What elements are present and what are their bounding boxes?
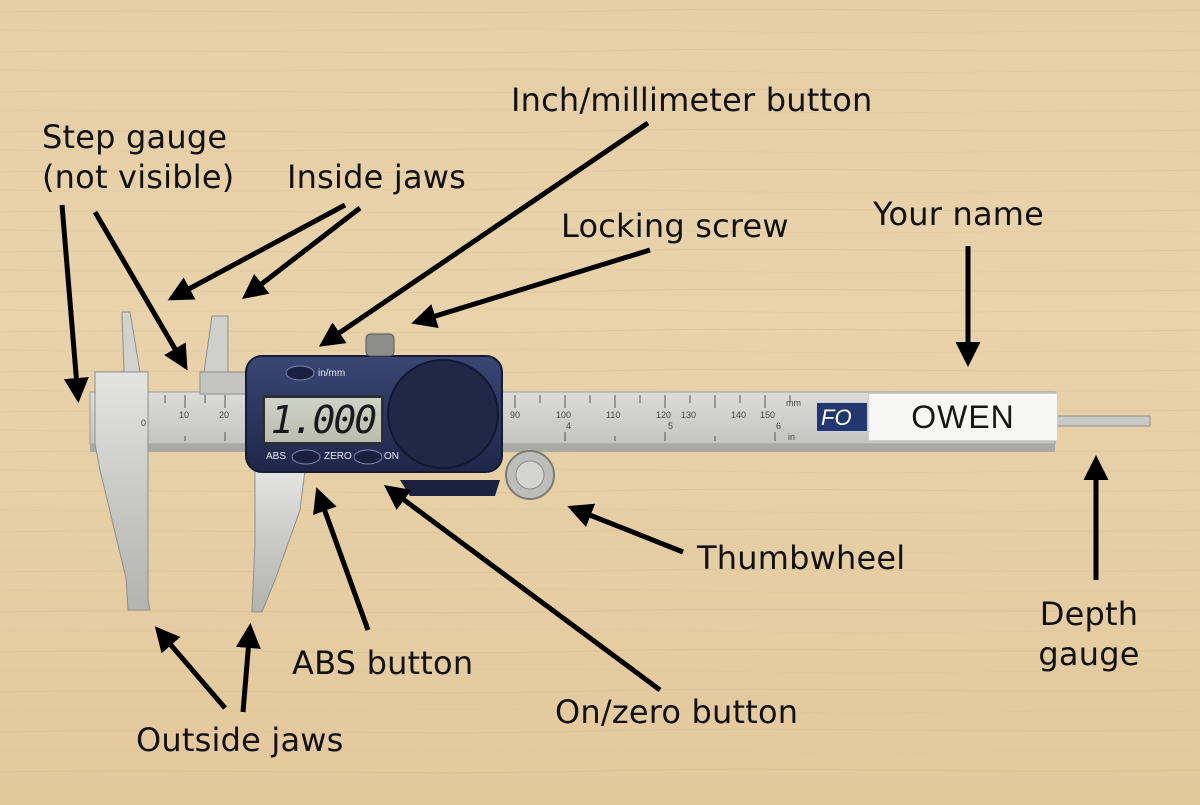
beam-lower-edge	[90, 444, 1055, 452]
scale-label-150: 150	[760, 410, 776, 420]
arrow-outside-jaws-a	[154, 626, 227, 710]
abs-zero-button	[291, 449, 321, 465]
scale-inch-6: 6	[776, 421, 782, 431]
label-inch-mm-button: Inch/millimeter button	[511, 81, 873, 119]
arrow-inside-jaws-b	[242, 206, 362, 300]
label-outside-jaws: Outside jaws	[136, 721, 344, 759]
thumb-grip	[387, 359, 499, 469]
inmm-button	[285, 365, 315, 381]
scale-label-20: 20	[219, 410, 230, 420]
arrow-step-gauge-b	[92, 210, 188, 371]
zero-button-label: ZERO	[324, 451, 352, 462]
scale-label-130: 130	[681, 410, 697, 420]
scale-unit-mm: mm	[786, 398, 801, 408]
label-abs-button: ABS button	[292, 644, 474, 682]
annotation-arrows	[59, 120, 1109, 713]
label-depth-gauge-line1: Depth	[1039, 595, 1139, 633]
scale-label-140: 140	[731, 410, 747, 420]
arrow-inside-jaws-a	[167, 202, 347, 301]
sliding-outside-jaw	[251, 469, 306, 613]
depth-rod	[1054, 415, 1151, 427]
lcd-display: 1.000	[262, 395, 384, 445]
locking-screw	[365, 333, 395, 357]
scale-label-100: 100	[556, 410, 572, 420]
arrow-step-gauge-a	[59, 204, 89, 403]
scale-inch-4: 4	[566, 421, 572, 431]
label-thumbwheel: Thumbwheel	[697, 539, 906, 577]
scale-label-10: 10	[179, 410, 190, 420]
label-step-gauge: Step gauge	[42, 118, 228, 156]
on-zero-button	[353, 449, 383, 465]
arrow-outside-jaws-b	[235, 623, 261, 713]
label-on-zero-button: On/zero button	[555, 693, 799, 731]
sliding-frame	[199, 371, 253, 395]
arrow-on-zero	[383, 485, 662, 693]
scale-label-0: 0	[141, 418, 147, 428]
label-depth-gauge-line2: gauge	[1038, 635, 1140, 673]
on-button-label: ON	[384, 451, 399, 462]
scale-label-90: 90	[510, 410, 521, 420]
label-your-name: Your name	[873, 195, 1045, 233]
arrow-locking-screw	[411, 247, 651, 329]
label-inside-jaws: Inside jaws	[287, 158, 466, 196]
arrow-thumbwheel	[567, 503, 684, 555]
name-tag: OWEN	[868, 393, 1058, 441]
label-locking-screw: Locking screw	[561, 207, 789, 245]
fixed-inside-jaw	[121, 311, 141, 373]
arrow-abs	[313, 487, 371, 631]
fixed-outside-jaw	[94, 371, 151, 611]
scale-label-120: 120	[656, 410, 672, 420]
abs-button-label: ABS	[266, 451, 287, 462]
brand-label: FO	[816, 402, 868, 432]
arrow-inch-mm	[318, 120, 650, 347]
scale-label-110: 110	[606, 410, 621, 420]
inmm-button-label: in/mm	[318, 368, 346, 379]
scale-inch-5: 5	[668, 421, 674, 431]
scale-unit-in: in	[788, 432, 796, 442]
body-grip-ridges	[400, 480, 500, 496]
label-step-gauge-note: (not visible)	[42, 158, 235, 196]
